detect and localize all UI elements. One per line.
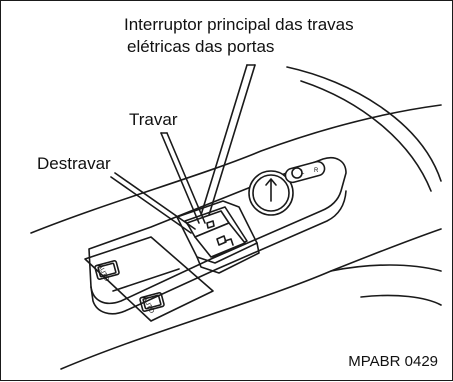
- switch-panel-front-edge: [90, 190, 347, 315]
- leader-line-unlock-1: [110, 176, 192, 234]
- leader-line-unlock-2: [114, 172, 196, 230]
- unlock-icon-detail: [224, 238, 234, 246]
- leader-line-main-switch-1: [200, 64, 248, 216]
- switch-panel-outline: [88, 157, 347, 305]
- mirror-adjust-knob-inner: [252, 174, 290, 212]
- window-auto-switch-2: [139, 292, 165, 312]
- door-trim-curve: [286, 66, 442, 182]
- figure-code: MPABR 0429: [348, 353, 438, 370]
- leader-line-lock-2: [166, 132, 206, 224]
- mirror-select-right-label: R: [314, 168, 319, 174]
- main-door-lock-switch-label: Interruptor principal das travas elétric…: [124, 14, 354, 58]
- mirror-knob-arrow: [265, 178, 277, 202]
- lock-label: Travar: [129, 110, 178, 129]
- unlock-icon: [216, 235, 227, 246]
- door-trim-inner-curve: [300, 80, 432, 192]
- armrest-right-bulge-2: [360, 294, 442, 306]
- mirror-select-left-label: L: [301, 170, 305, 176]
- main-door-lock-switch-label-line-2: elétricas das portas: [127, 37, 275, 56]
- window-auto-switch-2-inner: [142, 294, 162, 310]
- mirror-select-knob: [291, 167, 303, 179]
- main-door-lock-switch-label-line-1: Interruptor principal das travas: [124, 15, 354, 34]
- armrest-right-bulge: [330, 264, 442, 272]
- lock-switch-front: [196, 242, 260, 274]
- mirror-select-switch: [284, 160, 326, 184]
- window-auto-switch-1-inner: [97, 262, 117, 278]
- armrest-lower-edge: [60, 228, 442, 370]
- door-panel-outline: [30, 104, 442, 234]
- leader-line-main-switch-2: [208, 64, 256, 216]
- leader-line-lock-1: [160, 132, 200, 224]
- unlock-rocker-bottom: [194, 222, 246, 258]
- window-switch-bezel: [84, 236, 214, 322]
- lock-icon: [206, 220, 215, 229]
- unlock-label: Destravar: [37, 154, 111, 173]
- window-switch-divider: [112, 268, 180, 292]
- window-auto-switch-1: [94, 260, 120, 280]
